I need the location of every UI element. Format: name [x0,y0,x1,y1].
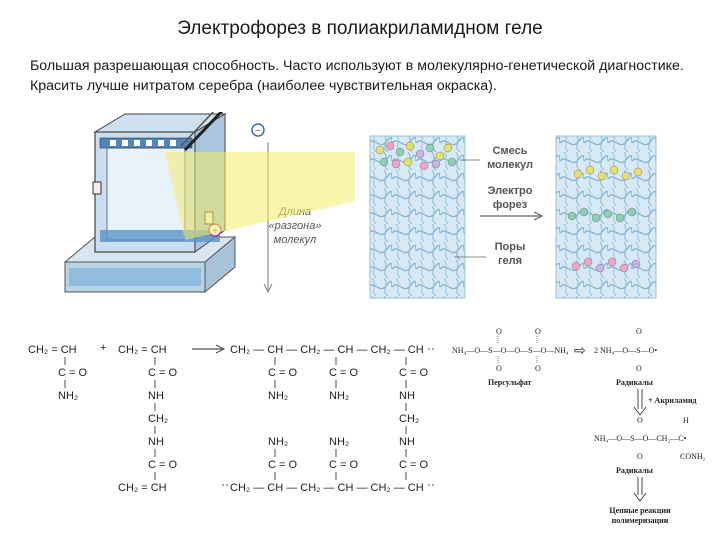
svg-text:NH: NH [399,390,415,402]
svg-text:C = O: C = O [329,367,358,379]
svg-text:NH: NH [148,436,164,448]
svg-text:2 NH₄—O—S—O•: 2 NH₄—O—S—O• [594,346,657,355]
svg-text:молекул: молекул [274,234,317,246]
svg-text:NH₂: NH₂ [58,390,78,402]
svg-text:O: O [535,327,541,336]
svg-text:⇨: ⇨ [574,344,586,359]
svg-text:Поры: Поры [495,241,526,253]
svg-text:O: O [637,416,643,425]
svg-text:«разгона»: «разгона» [269,220,322,232]
svg-text:C = O: C = O [148,459,177,471]
svg-text:NH: NH [148,390,164,402]
svg-text:CH₂ — CH — CH₂ — CH — CH₂ — CH: CH₂ — CH — CH₂ — CH — CH₂ — CH [230,482,424,494]
svg-text:NH₄—O—S—O—O—S—O—NH₄: NH₄—O—S—O—O—S—O—NH₄ [452,346,569,355]
svg-text:CH₂ = CH: CH₂ = CH [118,482,167,494]
svg-text:−: − [255,126,261,137]
svg-text:C = O: C = O [268,459,297,471]
svg-text:CONH₂: CONH₂ [680,452,706,461]
svg-text:NH₂: NH₂ [329,390,349,402]
svg-text:C = O: C = O [399,459,428,471]
svg-text:NH: NH [399,436,415,448]
svg-text:C = O: C = O [148,367,177,379]
svg-text:CH₂ = CH: CH₂ = CH [28,344,77,356]
svg-text:O: O [636,364,642,373]
gel-pores-diagram: Смесь молекул Электро форез Поры геля [369,135,657,299]
svg-text:форез: форез [493,199,528,211]
svg-text:C = O: C = O [329,459,358,471]
svg-text:C = O: C = O [399,367,428,379]
page-title: Электрофорез в полиакриламидном геле [177,18,543,39]
svg-text:O: O [496,327,502,336]
svg-text:O: O [535,364,541,373]
electrophoresis-apparatus-illustration: − + Длина «разгона» молекул [63,112,355,294]
svg-text:NH₂: NH₂ [268,390,288,402]
cathode-icon [251,123,265,137]
svg-text:NH₂: NH₂ [268,436,288,448]
svg-text:H: H [683,416,689,425]
svg-text:Радикалы: Радикалы [616,466,654,475]
svg-text:Персульфат: Персульфат [488,378,532,387]
molecule-mixture [375,141,457,171]
svg-text:NH₄—O—S—O—CH₂—C•: NH₄—O—S—O—CH₂—C• [594,434,687,443]
svg-text:Радикалы: Радикалы [616,378,654,387]
svg-text:CH₂: CH₂ [148,413,168,425]
band-large [573,165,643,181]
svg-text:+ Акриламид: + Акриламид [648,396,697,405]
svg-text:NH₂: NH₂ [329,436,349,448]
persulfate-initiation-scheme: O O NH₄—O—S—O—O—S—O—NH₄ O O Персульфат ⇨… [452,327,706,525]
svg-text:Цепные реакции: Цепные реакции [609,506,671,515]
svg-text:CH₂ — CH — CH₂ — CH — CH₂ — CH: CH₂ — CH — CH₂ — CH — CH₂ — CH [230,344,424,356]
band-small [571,257,641,273]
svg-text:O: O [496,364,502,373]
svg-text:O: O [636,327,642,336]
svg-text:геля: геля [498,255,522,267]
polymerization-scheme: CH₂ = CH C = O NH₂ + CH₂ = CH C = O NH C… [28,342,436,494]
svg-text:CH₂: CH₂ [399,413,419,425]
body-text: Большая разрешающая способность. Часто и… [30,58,684,94]
svg-text:CH₂ = CH: CH₂ = CH [118,344,167,356]
band-medium [567,207,637,223]
svg-text:полимеризации: полимеризации [612,516,669,525]
svg-text:молекул: молекул [487,159,533,171]
svg-text:C = O: C = O [58,367,87,379]
svg-text:+: + [100,342,106,354]
svg-text:Электро: Электро [488,185,533,197]
svg-text:O: O [637,452,643,461]
svg-text:Смесь: Смесь [493,145,528,157]
svg-text:C = O: C = O [268,367,297,379]
